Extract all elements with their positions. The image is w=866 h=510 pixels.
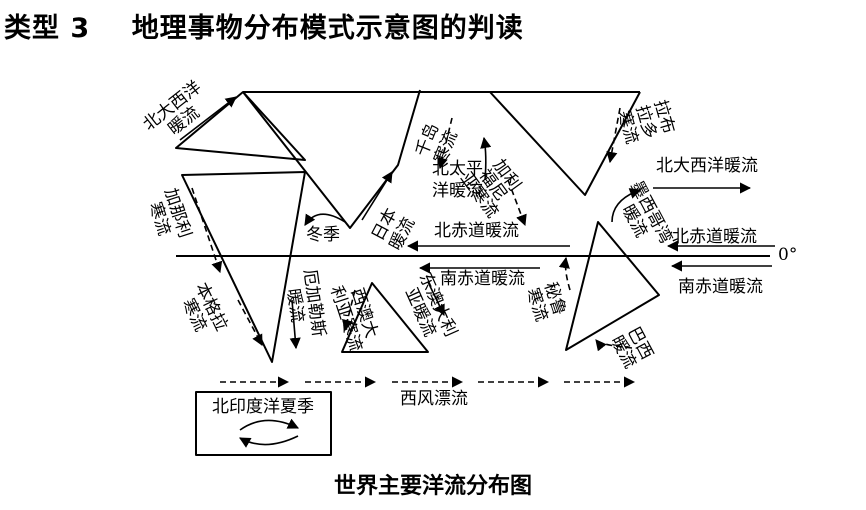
north-atlantic-drift-arrow-left — [179, 96, 237, 141]
benguela-arrow — [237, 299, 263, 346]
east-australian-arrow — [427, 281, 445, 317]
heading: 类型 3 地理事物分布模式示意图的判读 — [4, 6, 524, 45]
label-north-atlantic-drift-right: 北大西洋暖流 — [656, 156, 758, 176]
pacific-east-edge — [489, 91, 641, 196]
label-north-pacific-drift: 北太平 洋暖流 — [432, 159, 483, 201]
north-pacific-arrow — [480, 136, 492, 181]
label-north-indian-summer: 北印度洋夏季 — [212, 397, 314, 417]
label-agulhas-current: 厄加勒斯 暖流 — [282, 267, 329, 338]
gulf-stream-arrow — [611, 188, 642, 223]
south-america-like-triangle — [565, 221, 660, 351]
california-arrow — [507, 179, 527, 227]
summer-arrow-upper — [239, 418, 300, 431]
northern-outline — [242, 89, 421, 229]
peru-arrow — [558, 256, 571, 291]
labrador-arrow — [606, 107, 621, 164]
label-winter: 冬季 — [306, 225, 340, 245]
africa-like-triangle — [181, 171, 306, 363]
kuroshio-arrow — [361, 171, 393, 221]
label-north-equatorial-right: 北赤道暖流 — [672, 227, 757, 247]
brazil-arrow — [595, 339, 633, 352]
label-north-equatorial-mid: 北赤道暖流 — [434, 221, 519, 241]
kuril-arrow — [436, 117, 453, 170]
australia-like-triangle — [341, 282, 429, 353]
winter-arrow — [304, 213, 346, 226]
west-australian-arrow — [342, 289, 356, 332]
label-south-equatorial-mid: 南赤道暖流 — [440, 269, 525, 289]
label-west-wind-drift: 西风漂流 — [400, 389, 468, 409]
heading-type: 类型 3 — [4, 13, 91, 44]
heading-title: 地理事物分布模式示意图的判读 — [131, 13, 524, 44]
label-south-equatorial-right: 南赤道暖流 — [678, 277, 763, 297]
canary-arrow — [191, 187, 223, 274]
agulhas-arrow — [289, 299, 301, 350]
north-atlantic-left-triangle — [175, 91, 306, 161]
summer-arrow-lower — [239, 435, 299, 448]
north-indian-box — [195, 391, 332, 456]
label-zero-degree: 0° — [778, 245, 798, 265]
caption: 世界主要洋流分布图 — [333, 473, 532, 499]
